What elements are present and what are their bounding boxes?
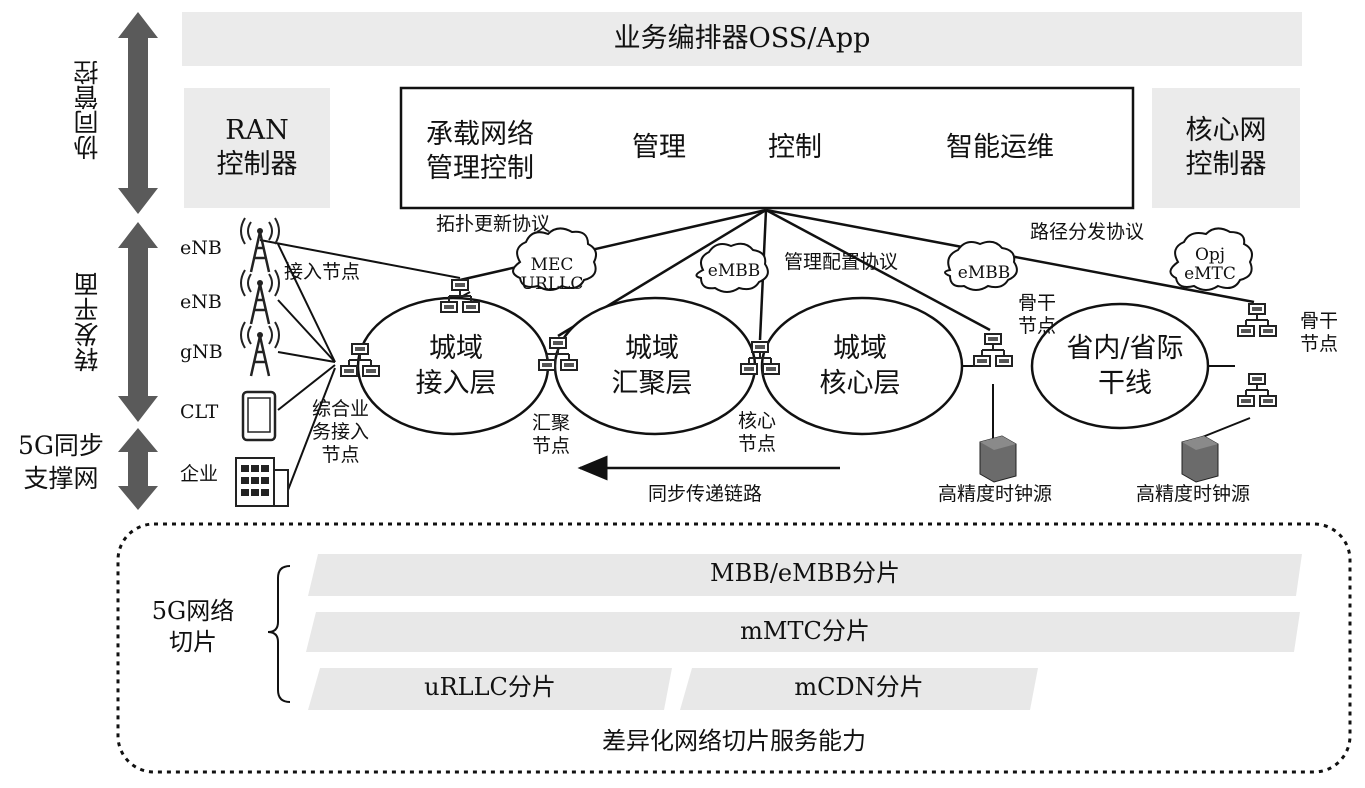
- core-node-label: 核心 节点: [738, 410, 777, 455]
- slice-label-mbb: MBB/eMBB分片: [710, 559, 900, 587]
- orchestrator-bar: 业务编排器OSS/App: [182, 12, 1302, 66]
- slice-label-mcdn: mCDN分片: [794, 673, 924, 701]
- backbone-node-router-1: [973, 333, 1013, 367]
- sync-link-label: 同步传递链路: [648, 483, 763, 505]
- path-protocol-label: 路径分发协议: [1030, 221, 1145, 243]
- bearer-box: [399, 86, 1135, 210]
- slice-label-mmtc: mMTC分片: [740, 617, 870, 645]
- gnb-tower-icon: [239, 320, 281, 378]
- opj-cloud-label: Opj eMTC: [1184, 245, 1236, 284]
- backbone-node-label-1: 骨干 节点: [1018, 292, 1057, 337]
- slicing-boundary: [116, 522, 1352, 774]
- slicing-footer: 差异化网络切片服务能力: [602, 727, 866, 755]
- embb-cloud-label-2: eMBB: [957, 263, 1011, 283]
- ran-controller-box: RAN 控制器: [184, 88, 330, 208]
- core-controller-box: 核心网 控制器: [1152, 88, 1300, 208]
- device-label-enb-1: eNB: [180, 237, 222, 259]
- collab-arrow: [118, 12, 158, 214]
- enb-tower-icon-2: [239, 268, 281, 326]
- slicing-group-label: 5G网络 切片: [151, 597, 235, 657]
- device-label-enterprise: 企业: [180, 463, 219, 485]
- clock-source-label-2: 高精度时钟源: [1136, 483, 1251, 505]
- device-label-enb-2: eNB: [180, 291, 222, 313]
- forward-arrow: [118, 222, 158, 422]
- mec-cloud-label: MEC URLLC: [520, 255, 584, 294]
- clock-source-label-1: 高精度时钟源: [938, 483, 1053, 505]
- core-layer-label: 城域 核心层: [819, 333, 901, 399]
- slice-label-urllc: uRLLC分片: [424, 673, 556, 701]
- backbone-node-label-2: 骨干 节点: [1300, 310, 1339, 355]
- clock-cube-1: [979, 435, 1017, 483]
- sync-label: 5G同步 支撑网: [18, 431, 104, 493]
- clouds: [512, 227, 1253, 293]
- slice-band-1: [308, 554, 1302, 596]
- mgmt-config-protocol-label: 管理配置协议: [784, 251, 899, 273]
- access-layer-label: 城域 接入层: [415, 333, 497, 399]
- sync-arrow: [118, 428, 158, 510]
- topology-protocol-label: 拓扑更新协议: [436, 213, 551, 235]
- enterprise-building-icon: [235, 457, 289, 507]
- aggregation-node-label: 汇聚 节点: [532, 412, 571, 457]
- backbone-node-router-3: [1237, 373, 1277, 407]
- slice-band-4: [680, 668, 1038, 710]
- enb-tower-icon-1: [239, 216, 281, 274]
- slice-band-3: [308, 668, 672, 710]
- device-label-gnb: gNB: [180, 341, 223, 363]
- trunk-label: 省内/省际 干线: [1066, 333, 1184, 399]
- slicing-brace: [267, 565, 291, 703]
- aggregation-layer-label: 城域 汇聚层: [611, 333, 693, 399]
- embb-cloud-label-1: eMBB: [707, 261, 761, 281]
- device-label-clt: CLT: [180, 401, 219, 423]
- backbone-node-router-2: [1237, 303, 1277, 337]
- clt-phone-icon: [241, 390, 277, 442]
- bearer-manage: 管理: [632, 132, 686, 163]
- bearer-ops: 智能运维: [946, 132, 1054, 163]
- bearer-title: 承载网络 管理控制: [426, 119, 534, 184]
- bearer-control: 控制: [768, 132, 822, 163]
- integrated-node-label: 综合业 务接入 节点: [312, 398, 370, 466]
- clock-cube-2: [1181, 435, 1219, 483]
- access-node-label: 接入节点: [284, 261, 361, 283]
- slice-band-2: [306, 612, 1300, 652]
- collab-label: 协同管控: [73, 60, 102, 160]
- forward-label: 转发平面: [73, 272, 102, 372]
